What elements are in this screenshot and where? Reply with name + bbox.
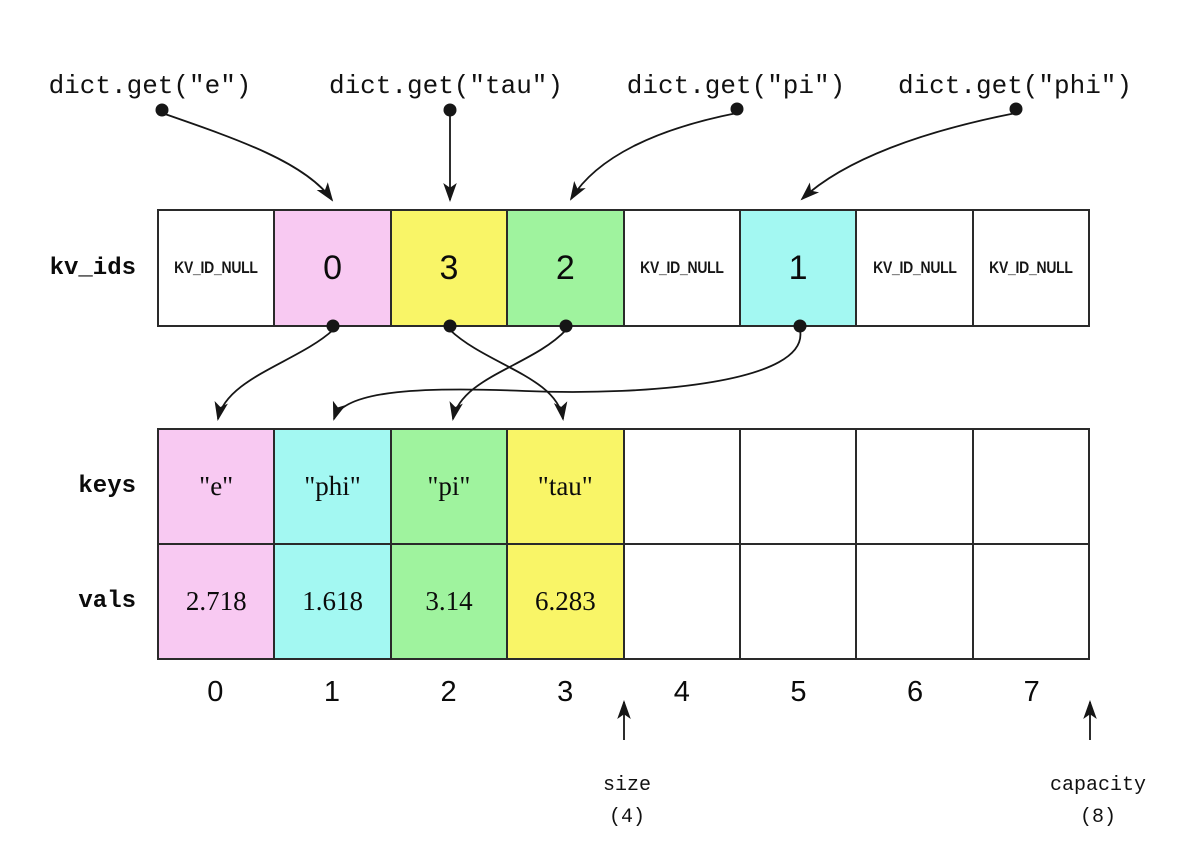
- kv-id-value: 1: [788, 248, 808, 287]
- arrow-get-pi-to-slot3: [569, 112, 738, 201]
- entries-table: "e" "phi" "pi" "tau" 2.718 1.618 3.14 6.…: [157, 428, 1090, 660]
- arrow-slot1-to-entry0: [214, 329, 334, 421]
- index-label-5: 5: [790, 676, 807, 708]
- kv-ids-cell-5: 1: [738, 211, 856, 325]
- vals-cell-4: [622, 545, 739, 658]
- arrow-slot5-to-entry1: [332, 329, 802, 421]
- kv-id-value: 2: [555, 248, 575, 287]
- capacity-marker: capacity (8): [1050, 770, 1146, 834]
- index-label-4: 4: [673, 676, 690, 708]
- keys-cell-3: "tau": [506, 430, 623, 543]
- vals-cell-6: [855, 545, 972, 658]
- kv-ids-cell-4: KV_ID_NULL: [622, 211, 739, 325]
- index-label-0: 0: [207, 676, 224, 708]
- vals-cell-5: [738, 545, 856, 658]
- index-label-1: 1: [323, 676, 340, 708]
- size-marker: size (4): [603, 770, 651, 834]
- dot-get-phi: [1009, 102, 1023, 116]
- kv-ids-array: KV_ID_NULL 0 3 2 KV_ID_NULL 1 KV_ID_NULL…: [157, 209, 1090, 327]
- kv-ids-cell-6: KV_ID_NULL: [855, 211, 972, 325]
- index-label-7: 7: [1023, 676, 1040, 708]
- dot-get-e: [155, 103, 169, 117]
- keys-row: "e" "phi" "pi" "tau": [159, 430, 1088, 543]
- kv-id-null-value: KV_ID_NULL: [174, 258, 258, 277]
- vals-row: 2.718 1.618 3.14 6.283: [159, 543, 1088, 658]
- vals-row-label: vals: [78, 587, 136, 615]
- dot-get-pi: [730, 102, 744, 116]
- capacity-value: (8): [1079, 806, 1117, 829]
- kv-ids-cell-2: 3: [389, 211, 507, 325]
- index-label-3: 3: [557, 676, 574, 708]
- size-label: size: [602, 774, 652, 797]
- vals-cell-3: 6.283: [506, 545, 623, 658]
- capacity-label: capacity: [1049, 774, 1147, 797]
- keys-cell-4: [622, 430, 739, 543]
- kv-ids-cell-7: KV_ID_NULL: [971, 211, 1088, 325]
- kv-id-null-value: KV_ID_NULL: [989, 258, 1073, 277]
- query-label-get-tau: dict.get("tau"): [328, 71, 564, 101]
- vals-cell-0: 2.718: [159, 545, 274, 658]
- index-label-6: 6: [906, 676, 924, 708]
- kv-id-null-value: KV_ID_NULL: [639, 258, 724, 277]
- kv-ids-cell-3: 2: [506, 211, 623, 325]
- vals-cell-7: [971, 545, 1088, 658]
- query-label-get-e: dict.get("e"): [48, 71, 252, 101]
- kv-ids-cell-1: 0: [273, 211, 390, 325]
- kv-id-null-value: KV_ID_NULL: [872, 258, 957, 277]
- kv-ids-cell-0: KV_ID_NULL: [159, 211, 274, 325]
- arrow-get-phi-to-slot5: [800, 112, 1017, 201]
- keys-cell-5: [738, 430, 856, 543]
- index-label-2: 2: [440, 676, 457, 708]
- arrow-slot3-to-entry2: [449, 329, 567, 421]
- keys-cell-0: "e": [159, 430, 274, 543]
- keys-cell-1: "phi": [273, 430, 390, 543]
- kv-id-value: 0: [323, 248, 343, 287]
- query-label-get-pi: dict.get("pi"): [626, 71, 846, 101]
- keys-cell-6: [855, 430, 972, 543]
- index-labels: 0 1 2 3 4 5 6 7: [157, 676, 1090, 709]
- dot-get-tau: [443, 103, 457, 117]
- size-value: (4): [608, 806, 646, 829]
- query-label-get-phi: dict.get("phi"): [897, 71, 1133, 101]
- arrow-get-e-to-slot1: [161, 112, 334, 202]
- kv-ids-row-label: kv_ids: [49, 254, 136, 282]
- vals-cell-2: 3.14: [389, 545, 507, 658]
- kv-id-value: 3: [439, 248, 459, 287]
- keys-cell-2: "pi": [389, 430, 507, 543]
- vals-cell-1: 1.618: [273, 545, 390, 658]
- keys-row-label: keys: [78, 472, 136, 500]
- arrow-slot2-to-entry3: [449, 329, 568, 422]
- keys-cell-7: [971, 430, 1088, 543]
